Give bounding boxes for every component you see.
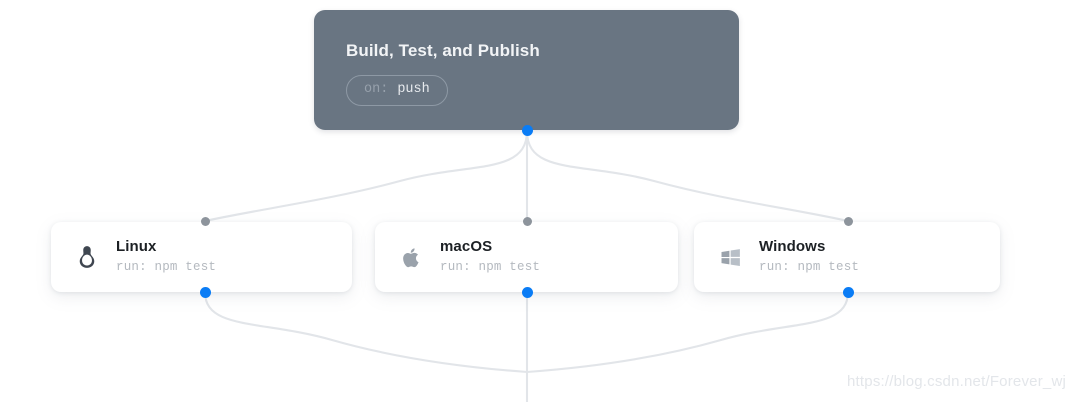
job-text-macos: macOS run: npm test	[440, 238, 540, 276]
workflow-title: Build, Test, and Publish	[346, 41, 540, 60]
job-command-macos: run: npm test	[440, 260, 541, 274]
watermark: https://blog.csdn.net/Forever_wj	[847, 373, 1067, 390]
edge-workflow-to-windows	[525, 129, 850, 223]
job-output-dot-macos[interactable]	[521, 286, 533, 298]
windows-icon	[715, 242, 745, 272]
edge-linux-to-merge	[203, 290, 529, 374]
job-command-windows: run: npm test	[759, 260, 860, 274]
job-text-linux: Linux run: npm test	[116, 238, 216, 276]
job-card-windows[interactable]: Windows run: npm test	[694, 222, 1000, 292]
job-output-dot-linux[interactable]	[199, 286, 211, 298]
linux-penguin-icon	[72, 242, 102, 272]
job-card-macos[interactable]: macOS run: npm test	[375, 222, 678, 292]
job-output-dot-windows[interactable]	[842, 286, 854, 298]
job-input-dot-linux[interactable]	[200, 216, 210, 226]
workflow-output-dot[interactable]	[521, 124, 533, 136]
trigger-key-label: on:	[364, 82, 389, 97]
job-input-dot-macos[interactable]	[522, 216, 532, 226]
job-text-windows: Windows run: npm test	[759, 238, 859, 276]
edge-windows-to-merge	[525, 290, 850, 374]
trigger-value-label: push	[397, 82, 430, 97]
apple-icon	[396, 242, 426, 272]
job-name-windows: Windows	[759, 238, 826, 255]
job-input-dot-windows[interactable]	[843, 216, 853, 226]
workflow-trigger-badge: on: push	[346, 75, 448, 106]
job-name-linux: Linux	[116, 238, 157, 255]
edge-workflow-to-linux	[203, 129, 529, 223]
job-name-macos: macOS	[440, 238, 493, 255]
job-card-linux[interactable]: Linux run: npm test	[51, 222, 352, 292]
job-command-linux: run: npm test	[116, 260, 217, 274]
workflow-card[interactable]: Build, Test, and Publish on: push	[314, 10, 739, 130]
